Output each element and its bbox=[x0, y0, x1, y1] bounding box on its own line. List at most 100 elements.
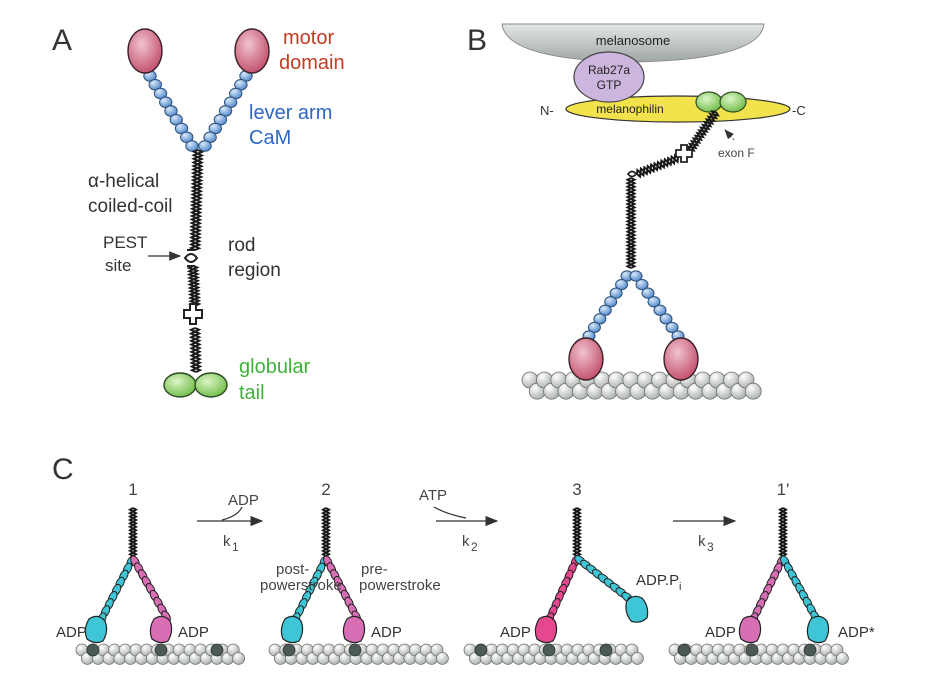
label-pest: PEST bbox=[103, 233, 147, 252]
actin-binding-site bbox=[542, 643, 556, 657]
label-adp-1a: ADP bbox=[56, 624, 87, 641]
motor-head bbox=[806, 615, 830, 644]
label-globular: globular bbox=[239, 356, 311, 378]
label-adp-3: ADP bbox=[500, 624, 531, 641]
panel-c: C 1 2 3 1' ADP k 1 ATP k 2 k 3 post- pow… bbox=[52, 453, 875, 665]
label-adp-pi: ADP.P bbox=[636, 572, 679, 589]
coil-strand bbox=[636, 154, 679, 178]
reaction-arrow-1: ADP k 1 bbox=[197, 492, 264, 554]
reaction-arrow-2: ATP k 2 bbox=[419, 487, 499, 554]
panel-a-letter: A bbox=[52, 24, 72, 57]
panel-a: A motor domain lever arm CaM α-helical c… bbox=[52, 24, 345, 404]
motor-head bbox=[280, 615, 304, 644]
state-1-label: 1 bbox=[128, 480, 137, 499]
label-region: region bbox=[228, 260, 281, 281]
arrow2-k-sub: 2 bbox=[471, 540, 478, 554]
arrow1-k-sub: 1 bbox=[232, 540, 239, 554]
lever-arm bbox=[130, 555, 171, 623]
actin-monomer bbox=[232, 652, 246, 665]
label-motor: motor bbox=[283, 27, 334, 49]
coil-strand bbox=[188, 149, 205, 251]
label-site: site bbox=[105, 256, 131, 275]
coil-strand bbox=[625, 177, 637, 269]
motor-head-b-left bbox=[568, 337, 604, 381]
arrow1-adp: ADP bbox=[228, 492, 259, 509]
coil-strand bbox=[686, 111, 720, 151]
actin-filament-b bbox=[521, 371, 762, 400]
label-gtp: GTP bbox=[597, 78, 622, 92]
cam-bead bbox=[647, 296, 661, 308]
motor-head bbox=[625, 595, 649, 623]
motor-head bbox=[534, 615, 558, 644]
cam-bead bbox=[615, 278, 629, 291]
cam-bead bbox=[604, 296, 618, 308]
arrow2-k: k bbox=[462, 533, 470, 550]
cam-bead bbox=[629, 270, 643, 282]
actin-monomer bbox=[631, 652, 644, 665]
label-adp-1prime: ADP bbox=[705, 624, 736, 641]
coil-strand bbox=[186, 265, 202, 307]
cam-bead bbox=[593, 313, 607, 325]
arrow3-k: k bbox=[698, 533, 706, 550]
label-adp-2: ADP bbox=[371, 624, 402, 641]
state-1prime-label: 1' bbox=[777, 480, 790, 499]
globular-tail-left bbox=[163, 372, 197, 398]
label-coiled-coil: coiled-coil bbox=[88, 196, 172, 217]
cam-bead bbox=[185, 140, 199, 152]
rod-knot bbox=[183, 303, 203, 325]
lever-arm bbox=[749, 555, 786, 625]
lever-arm bbox=[780, 555, 820, 623]
cam-bead bbox=[641, 287, 655, 299]
motor-head bbox=[149, 615, 173, 644]
actin-binding-site bbox=[210, 643, 224, 657]
lever-arm bbox=[323, 555, 361, 623]
label-n-terminus: N- bbox=[540, 103, 554, 118]
coil-strand bbox=[777, 507, 789, 557]
globular-tail-b-right bbox=[719, 91, 747, 113]
actin-binding-site bbox=[154, 643, 168, 657]
label-post-powerstroke: powerstroke bbox=[260, 577, 342, 594]
globular-tail-right bbox=[194, 372, 228, 398]
actin-monomer bbox=[744, 382, 762, 400]
label-pre: pre- bbox=[361, 561, 388, 578]
motor-head bbox=[342, 615, 366, 644]
label-adp-star: ADP* bbox=[838, 624, 875, 641]
motor-head bbox=[84, 615, 108, 644]
actin-binding-site bbox=[282, 643, 296, 657]
label-melanophilin: melanophilin bbox=[596, 102, 663, 116]
rod-knot-b bbox=[675, 144, 693, 163]
actin-binding-site bbox=[86, 643, 100, 657]
label-rod: rod bbox=[228, 235, 255, 256]
coil-strand bbox=[320, 507, 332, 557]
cam-bead bbox=[198, 140, 212, 152]
state-3-label: 3 bbox=[572, 480, 581, 499]
motor-head-b-right bbox=[663, 337, 699, 381]
state-2-label: 2 bbox=[321, 480, 330, 499]
lever-arm-beads bbox=[143, 70, 253, 152]
actin-binding-site bbox=[474, 643, 488, 657]
cam-bead bbox=[587, 321, 601, 334]
label-rab27a: Rab27a bbox=[588, 63, 630, 77]
cam-bead bbox=[609, 287, 623, 299]
label-adp-1b: ADP bbox=[178, 624, 209, 641]
cam-bead bbox=[653, 304, 667, 316]
label-domain: domain bbox=[279, 52, 345, 74]
label-c-terminus: -C bbox=[792, 103, 806, 118]
coil-strand bbox=[188, 327, 203, 373]
coiled-coil-rod bbox=[186, 149, 205, 373]
lever-arm bbox=[97, 555, 136, 625]
arrow2-atp: ATP bbox=[419, 487, 447, 504]
label-lever-arm: lever arm bbox=[249, 102, 332, 124]
panel-b-letter: B bbox=[467, 24, 487, 57]
actin-binding-site bbox=[348, 643, 362, 657]
motor-head-right bbox=[234, 28, 270, 74]
label-tail: tail bbox=[239, 382, 265, 404]
pest-site-knot bbox=[183, 249, 199, 267]
cam-bead bbox=[598, 304, 612, 316]
reaction-arrow-3: k 3 bbox=[673, 515, 737, 554]
cam-bead bbox=[659, 313, 673, 325]
actin-binding-site bbox=[803, 643, 817, 657]
globular-tail-b-left bbox=[695, 91, 723, 113]
motor-head-left bbox=[127, 28, 163, 74]
motor-head bbox=[738, 615, 762, 644]
